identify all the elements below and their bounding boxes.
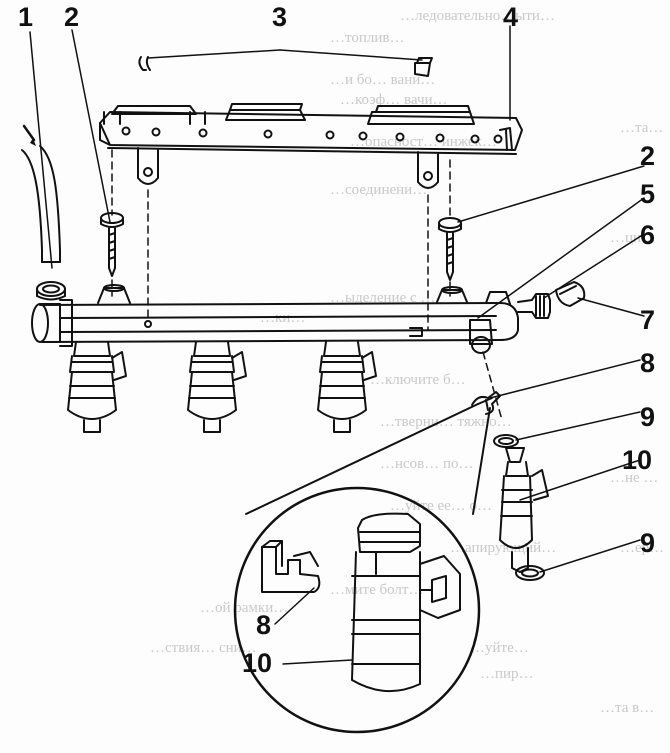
bleed-line: …пир… — [480, 666, 534, 682]
mounting-bolt-right — [438, 217, 462, 281]
bleed-line: …коэф… вачи… — [340, 92, 448, 108]
callout-8: 8 — [640, 348, 656, 378]
bleed-line: …мите болт… — [330, 582, 424, 598]
bleed-line: …уйте… — [470, 640, 529, 656]
callout-9-upper: 9 — [640, 402, 656, 432]
bleed-line: …ыделение с … — [330, 290, 436, 306]
o-ring-upper — [493, 434, 519, 448]
callout-1: 1 — [18, 2, 34, 32]
installed-injector — [187, 341, 247, 433]
hose-clamp — [36, 281, 66, 301]
callout-10: 10 — [622, 445, 653, 475]
callout-9-lower: 9 — [640, 528, 656, 558]
bleed-line: …ки… — [260, 310, 306, 326]
mounting-bolt-left — [100, 212, 124, 277]
callout-3: 3 — [272, 2, 288, 32]
callout-leaders — [29, 25, 645, 573]
bleed-line: …опасност… инжек… — [350, 134, 497, 150]
bleed-line: …тверни… тяжно… — [380, 414, 512, 430]
bleed-line: …нсов… по… — [380, 456, 474, 472]
bleed-line: …ер… — [620, 540, 665, 556]
bleed-line: …ой рамки… — [200, 600, 289, 616]
cover-clips — [138, 56, 433, 77]
callout-2-right: 2 — [640, 141, 656, 171]
fuel-injectors-installed — [67, 341, 377, 433]
callout-10-inset: 10 — [242, 648, 273, 678]
callout-6: 6 — [640, 220, 656, 250]
injector-exploded — [499, 447, 549, 573]
return-fitting — [517, 293, 551, 319]
detail-inset — [233, 403, 491, 734]
bleed-line: …ключите б… — [370, 372, 466, 388]
bleed-line: …ледовательно…ыти… — [400, 8, 555, 24]
bleed-line: …апирующий… — [450, 540, 557, 556]
installed-injector — [317, 341, 377, 433]
callout-7: 7 — [640, 305, 656, 335]
bleed-line: …соединени… — [330, 182, 428, 198]
assembly-guide-lines — [111, 149, 503, 421]
o-ring-lower — [515, 565, 545, 581]
bleed-line: …не … — [610, 470, 659, 486]
injector-retaining-clip — [471, 391, 501, 415]
bleed-line: …топлив… — [330, 30, 405, 46]
bleed-line: …и бо… вани… — [330, 72, 436, 88]
bleed-line: …та… — [620, 120, 664, 136]
callout-8-inset: 8 — [256, 610, 272, 640]
callout-5: 5 — [640, 179, 656, 209]
bleed-line: …та в… — [600, 700, 655, 716]
installed-injector — [67, 341, 127, 433]
bleed-line: …ствия… сни… — [150, 640, 257, 656]
fuel-rail — [31, 284, 519, 354]
callout-4: 4 — [503, 2, 519, 32]
rail-cover — [99, 103, 523, 189]
callout-2-left: 2 — [64, 2, 80, 32]
protective-cap — [555, 281, 586, 307]
